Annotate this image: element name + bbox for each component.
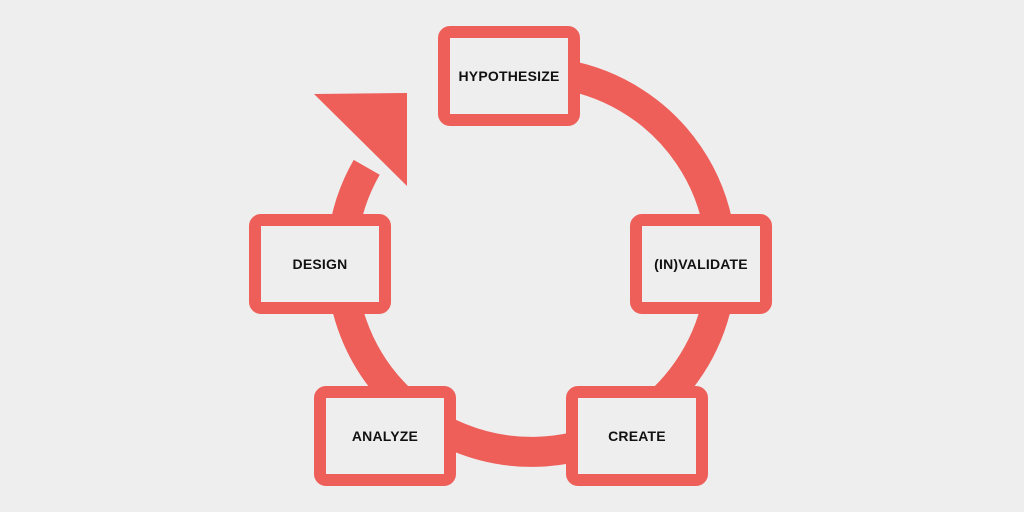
step-analyze: ANALYZE (314, 386, 456, 486)
step-label: (IN)VALIDATE (654, 256, 748, 272)
arrow-head-icon (314, 93, 407, 186)
step-invalidate: (IN)VALIDATE (630, 214, 772, 314)
step-label: DESIGN (292, 256, 348, 272)
step-label: ANALYZE (351, 428, 419, 444)
step-create: CREATE (566, 386, 708, 486)
step-hypothesize: HYPOTHESIZE (438, 26, 580, 126)
step-label: HYPOTHESIZE (458, 68, 560, 84)
step-label: CREATE (608, 428, 666, 444)
step-design: DESIGN (249, 214, 391, 314)
